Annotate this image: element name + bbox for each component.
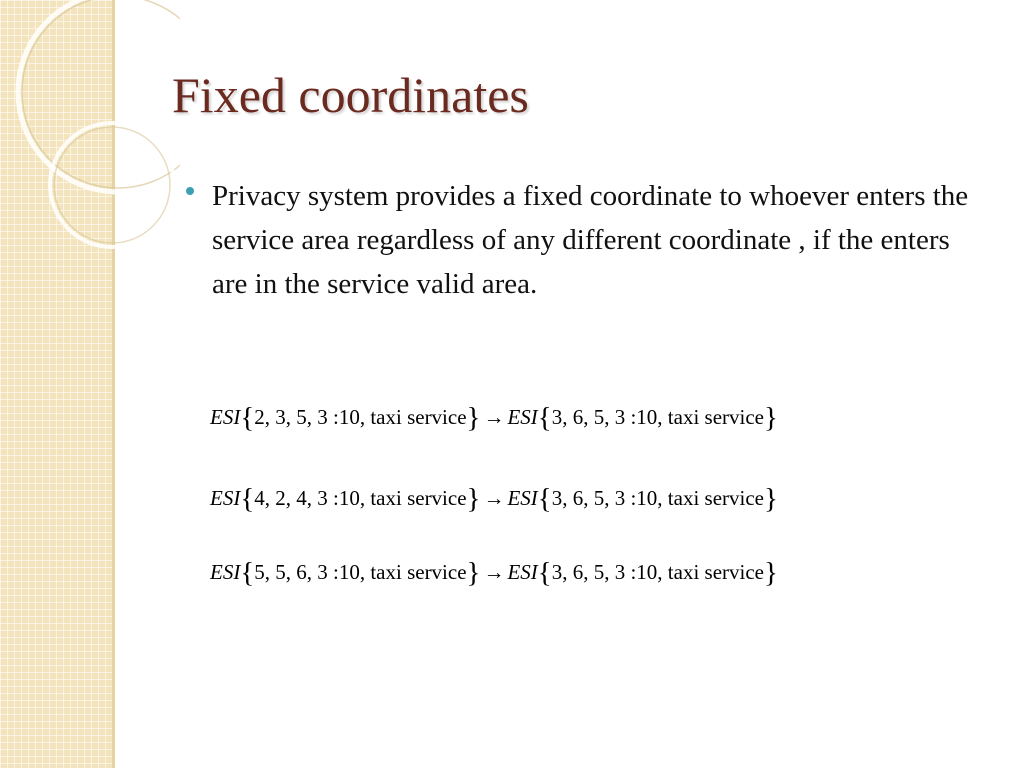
formula-esi-label: ESI <box>210 560 241 584</box>
formula-esi-label: ESI <box>210 405 241 429</box>
formula-esi-label: ESI <box>210 486 241 510</box>
bullet-dot-icon <box>186 187 194 195</box>
arrow-icon: → <box>483 405 505 429</box>
formula-2: ESI{4, 2, 4, 3 :10, taxi service}→ESI{3,… <box>210 483 778 515</box>
formula-lhs: 4, 2, 4, 3 :10, taxi service <box>254 486 467 510</box>
formula-3: ESI{5, 5, 6, 3 :10, taxi service}→ESI{3,… <box>210 557 778 589</box>
bullet-item: Privacy system provides a fixed coordina… <box>186 174 976 306</box>
arrow-icon: → <box>483 560 505 584</box>
formula-1: ESI{2, 3, 5, 3 :10, taxi service}→ESI{3,… <box>210 402 778 434</box>
formula-esi-label: ESI <box>507 486 538 510</box>
bullet-text: Privacy system provides a fixed coordina… <box>212 180 969 300</box>
formula-lhs: 2, 3, 5, 3 :10, taxi service <box>254 405 467 429</box>
sidebar-edge <box>112 0 115 768</box>
formula-rhs: 3, 6, 5, 3 :10, taxi service <box>551 486 765 510</box>
formula-esi-label: ESI <box>507 560 538 584</box>
decorative-sidebar <box>0 0 112 768</box>
arrow-icon: → <box>483 486 505 510</box>
formula-lhs: 5, 5, 6, 3 :10, taxi service <box>254 560 467 584</box>
formula-rhs: 3, 6, 5, 3 :10, taxi service <box>551 405 765 429</box>
formula-esi-label: ESI <box>507 405 538 429</box>
decorative-circles <box>15 0 180 249</box>
formula-rhs: 3, 6, 5, 3 :10, taxi service <box>551 560 765 584</box>
slide-title: Fixed coordinates <box>172 67 529 123</box>
